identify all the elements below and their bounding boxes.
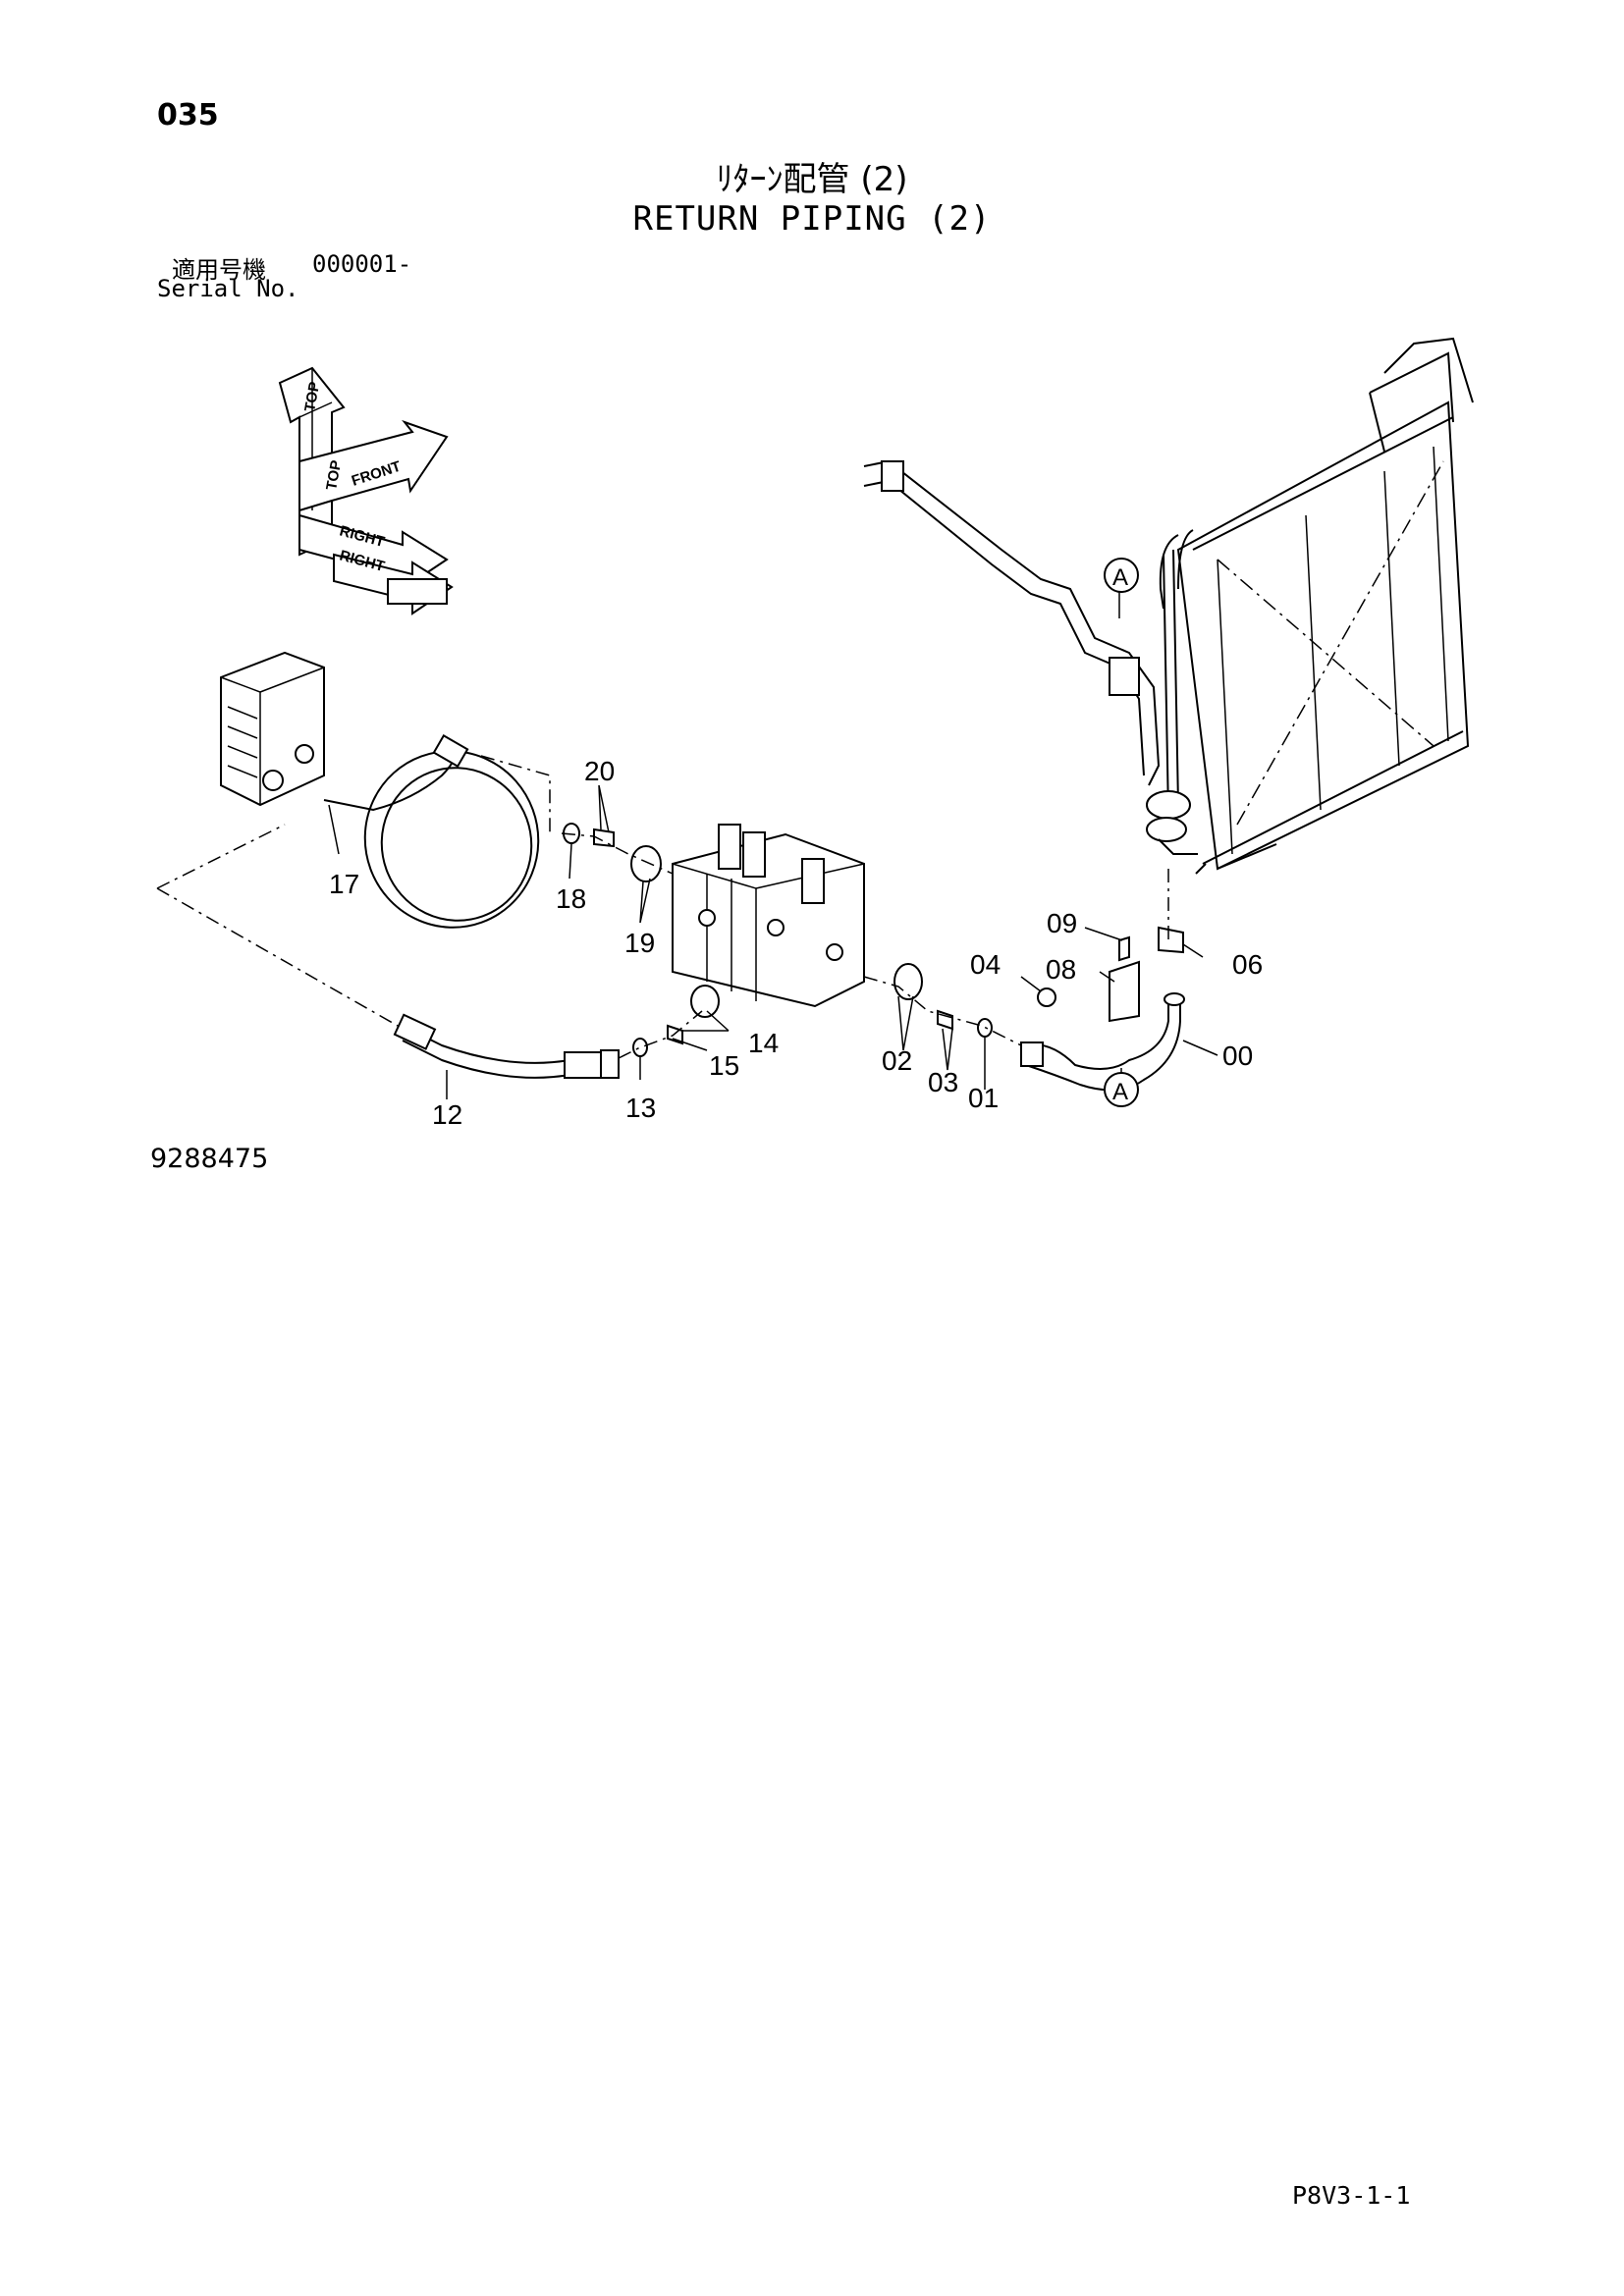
serial-label-english: Serial No. — [157, 275, 299, 302]
center-lines — [156, 755, 1169, 1059]
pilot-valve-block — [220, 651, 325, 807]
clamp-06 — [1158, 926, 1184, 954]
flange-14 — [690, 985, 720, 1018]
callout-13: 13 — [625, 1093, 656, 1123]
orientation-label-top-side: TOP — [323, 459, 345, 492]
callout-01: 01 — [968, 1083, 999, 1113]
hose-12 — [393, 1013, 620, 1079]
flange-19 — [630, 845, 662, 882]
callout-03: 03 — [928, 1067, 958, 1097]
sheet-code: P8V3-1-1 — [1292, 2181, 1411, 2210]
plug-04 — [1037, 988, 1056, 1007]
page-title-english: RETURN PIPING (2) — [632, 199, 992, 239]
o-ring-13 — [632, 1038, 648, 1057]
bracket-08 — [1109, 960, 1140, 1023]
callout-17: 17 — [329, 869, 359, 899]
callout-06: 06 — [1232, 949, 1263, 980]
callout-20: 20 — [584, 756, 615, 786]
svg-text:A: A — [1112, 1079, 1128, 1105]
control-valve — [672, 824, 865, 1008]
callout-15: 15 — [709, 1050, 739, 1081]
elbow-pipe-00 — [1020, 992, 1185, 1092]
callout-12: 12 — [432, 1099, 462, 1130]
page-title-japanese: ﾘﾀｰﾝ配管 (2) — [716, 160, 908, 199]
flange-02 — [893, 963, 923, 1000]
callout-18: 18 — [556, 883, 586, 914]
callout-08: 08 — [1046, 954, 1076, 985]
callout-09: 09 — [1047, 908, 1077, 938]
svg-text:A: A — [1112, 564, 1128, 591]
small-fittings — [563, 823, 1184, 1057]
callout-19: 19 — [624, 928, 655, 958]
bolt-20 — [593, 828, 615, 848]
callout-14: 14 — [748, 1028, 779, 1058]
page-number: 035 — [157, 98, 219, 133]
hose-17 — [323, 733, 540, 929]
orientation-indicator: TOP TOP FRONT RIGHT RIGHT — [278, 366, 454, 615]
bolt-09 — [1118, 935, 1130, 962]
drawing-number: 9288475 — [150, 1144, 269, 1174]
reference-marker-lower: A — [1104, 1072, 1139, 1107]
orientation-label-top: TOP — [301, 381, 323, 413]
upper-return-pipe — [863, 459, 1198, 855]
callout-02: 02 — [882, 1045, 912, 1076]
callout-00: 00 — [1222, 1041, 1253, 1071]
callout-04: 04 — [970, 949, 1001, 980]
reference-marker-upper: A — [1104, 558, 1139, 593]
serial-label-japanese: 適用号機 — [172, 256, 266, 284]
radiator-assembly — [1159, 337, 1474, 875]
serial-range: 000001- — [312, 250, 412, 278]
